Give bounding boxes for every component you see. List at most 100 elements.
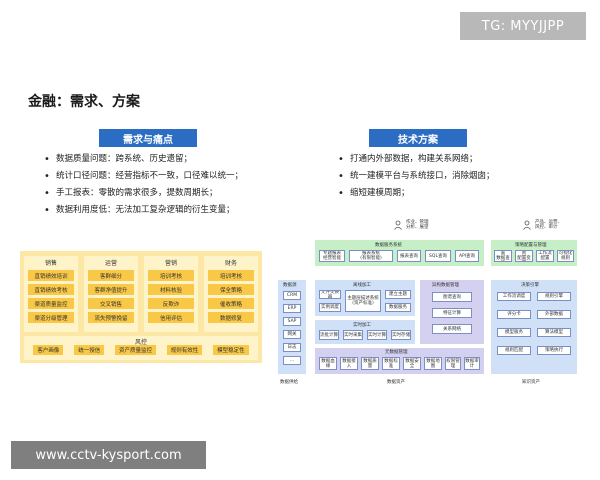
channel-badge: TG: MYYJJPP	[460, 12, 586, 40]
service-cell: 专题报表 经营智能	[319, 250, 345, 262]
engine-cell: 算法模型	[537, 328, 571, 337]
needs-header: 需求与痛点	[99, 129, 197, 147]
row-title: 风控	[134, 339, 147, 346]
sales-column: 销售 直销绩效培训 直销绩效考核 渠道质量监控 渠道分级管理	[24, 256, 78, 332]
risk-row: 风控 客户画像 统一授信 资产质量监控 规则有效性 模型稳定性	[24, 336, 258, 360]
scenario-cell: 数据修复	[208, 312, 254, 323]
realtime-processing-panel: 实时加工 流批计算 实时采集 实时计算 实时存储	[315, 320, 415, 344]
data-service-panel: 数据服务系统 专题报表 经营智能 报表系统 (有限智能) 报表查询 SQL查询 …	[315, 240, 484, 266]
finance-column: 财务 培训考核 保全策略 催收策略 数据修复	[204, 256, 258, 332]
engine-cell: 策略执行	[537, 346, 571, 355]
data-sources-panel: 数据源 CRM ERP SAP 网关 日志 …	[278, 280, 306, 374]
engine-cell: 模型服务	[497, 328, 531, 337]
scenario-cell: 渠道质量监控	[28, 298, 74, 309]
panel-title: 离线加工	[353, 283, 371, 288]
scenario-cell: 交叉销售	[88, 298, 134, 309]
service-cell: 报表系统 (有限智能)	[349, 250, 393, 262]
operations-column: 运营 客群细分 客群净值提升 交叉销售 流失预警挽留	[84, 256, 138, 332]
scenario-cell: 模型稳定性	[213, 345, 249, 355]
user-roles-label: 作业、管理 分析、展望	[406, 220, 429, 230]
meta-cell: 数据血缘	[319, 357, 337, 370]
process-cell: 实时计算	[367, 330, 387, 340]
column-title: 营销	[164, 260, 177, 267]
process-cell: 实时存储	[391, 330, 411, 340]
scenario-cell: 信用评估	[148, 312, 194, 323]
scenario-cell: 反欺诈	[148, 298, 194, 309]
layer-label: 数据资产	[387, 380, 405, 385]
process-cell: 数据服务	[385, 303, 411, 312]
scenario-cell: 流失预警挽留	[88, 312, 134, 323]
source-cell: …	[283, 356, 301, 365]
meta-cell: 权限管理	[445, 357, 461, 370]
process-cell: 建立主题	[385, 290, 411, 299]
list-item: 打通内外部数据，构建关系网络；	[336, 154, 495, 165]
process-cell: 文件交换器	[319, 290, 341, 299]
metadata-panel: 元数据管理 数据血缘 数据接入 数据质量 数据标准 数据安全 数据地图 权限管理…	[315, 348, 484, 374]
panel-title: 策略配置与管理	[515, 243, 547, 248]
watermark: www.cctv-kysport.com	[11, 441, 206, 469]
panel-title: 元数据管理	[385, 350, 408, 355]
panel-title: 数据源	[283, 283, 297, 288]
engine-cell: 工作流调度	[497, 292, 531, 301]
heterogeneous-data-panel: 异构数据管理 图谱查询 特征计算 关系网络	[420, 280, 484, 344]
source-cell: SAP	[283, 317, 301, 326]
scenario-cell: 催收策略	[208, 298, 254, 309]
decision-cell: 工作流 配置	[536, 250, 554, 262]
decision-cell: 业务规则 配置变量	[515, 250, 533, 262]
engine-cell: 规则引擎	[537, 292, 571, 301]
scenario-cell: 渠道分级管理	[28, 312, 74, 323]
process-cell: 特征计算	[432, 308, 472, 318]
layer-label: 数据供给	[280, 380, 298, 385]
process-cell: 实例调度	[319, 303, 341, 312]
list-item: 统计口径问题：经营指标不一致，口径难以统一；	[42, 171, 243, 182]
solution-list: 打通内外部数据，构建关系网络； 统一建模平台与系统接口，消除烟囱； 缩短建模周期…	[336, 154, 495, 205]
engine-cell: 规则匹配	[497, 346, 531, 355]
column-title: 财务	[224, 260, 237, 267]
panel-title: 异构数据管理	[432, 283, 459, 288]
service-cell: API查询	[455, 250, 479, 262]
panel-title: 决策引擎	[521, 283, 539, 288]
service-cell: 报表查询	[397, 250, 421, 262]
list-item: 手工报表：零散的需求很多，提数周期长；	[42, 188, 243, 199]
scenario-cell: 客群净值提升	[88, 284, 134, 295]
meta-cell: 数据标准	[382, 357, 400, 370]
layer-label: 知识资产	[522, 380, 540, 385]
needs-list: 数据质量问题：跨系统、历史遗留； 统计口径问题：经营指标不一致，口径难以统一； …	[42, 154, 243, 222]
process-cell: 流批计算	[319, 330, 339, 340]
process-cell: 主题层描述系统 (资产标准)	[345, 290, 381, 312]
scenario-cell: 直销绩效考核	[28, 284, 74, 295]
user-icon	[523, 220, 531, 230]
column-title: 销售	[44, 260, 57, 267]
process-cell: 图谱查询	[432, 292, 472, 302]
scenario-cell: 客群细分	[88, 270, 134, 281]
scenario-cell: 材料核验	[148, 284, 194, 295]
scenario-cell: 规则有效性	[166, 345, 203, 355]
scenario-cell: 培训考核	[148, 270, 194, 281]
source-cell: 网关	[283, 330, 301, 339]
user-roles-label: 产品、运营、 风控、审计	[535, 220, 562, 230]
architecture-diagram: 作业、管理 分析、展望 产品、运营、 风控、审计 数据服务系统 专题报表 经营智…	[272, 218, 582, 388]
marketing-column: 营销 培训考核 材料核验 反欺诈 信用评估	[144, 256, 198, 332]
decision-cell: 可视化 规则	[557, 250, 574, 262]
decision-engine-panel: 决策引擎 工作流调度 规则引擎 评分卡 外部数据 模型服务 算法模型 规则匹配 …	[491, 280, 577, 374]
list-item: 数据质量问题：跨系统、历史遗留；	[42, 154, 243, 165]
scenario-cell: 资产质量监控	[114, 345, 156, 355]
page-title: 金融：需求、方案	[28, 94, 140, 110]
scenario-cell: 客户画像	[33, 345, 64, 355]
offline-processing-panel: 离线加工 文件交换器 实例调度 主题层描述系统 (资产标准) 建立主题 数据服务	[315, 280, 415, 316]
decision-config-panel: 策略配置与管理 规则配置 数据查询 业务规则 配置变量 工作流 配置 可视化 规…	[491, 240, 577, 266]
engine-cell: 评分卡	[497, 310, 531, 319]
engine-cell: 外部数据	[537, 310, 571, 319]
decision-cell: 规则配置 数据查询	[494, 250, 512, 262]
solution-header: 技术方案	[369, 129, 467, 147]
process-cell: 实时采集	[343, 330, 363, 340]
panel-title: 实时加工	[353, 323, 371, 328]
scenario-cell: 统一授信	[74, 345, 105, 355]
scenario-cell: 保全策略	[208, 284, 254, 295]
column-title: 运营	[104, 260, 117, 267]
source-cell: 日志	[283, 343, 301, 352]
meta-cell: 数据接入	[340, 357, 358, 370]
list-item: 缩短建模周期；	[336, 188, 495, 199]
meta-cell: 数据地图	[424, 357, 442, 370]
business-scenario-diagram: 销售 直销绩效培训 直销绩效考核 渠道质量监控 渠道分级管理 运营 客群细分 客…	[20, 251, 262, 363]
